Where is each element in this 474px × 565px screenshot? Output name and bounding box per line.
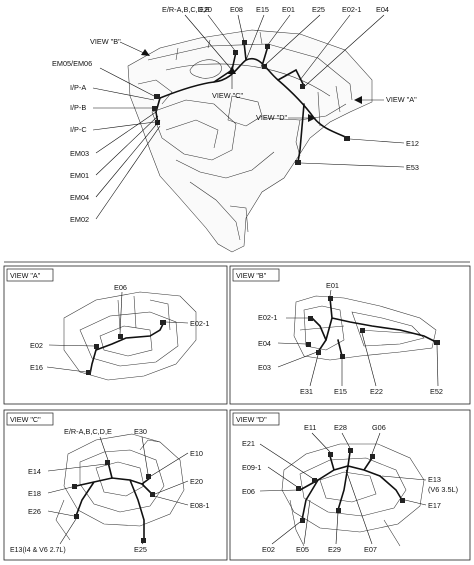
panel-d-label-e02: E02 [262, 545, 275, 554]
panel-d-label-e29: E29 [328, 545, 341, 554]
overview-view-b-label: VIEW "B" [90, 37, 121, 46]
overview-label-em02: EM02 [70, 215, 89, 224]
panel-b-label-e01: E01 [326, 281, 339, 290]
overview-connectors [152, 40, 350, 165]
panel-d-label-e07: E07 [364, 545, 377, 554]
panel-b-label-e31: E31 [300, 387, 313, 396]
panel-c-label-e14: E14 [28, 467, 41, 476]
overview-label-e01: E01 [282, 5, 295, 14]
panel-d-label-e17: E17 [428, 501, 441, 510]
panel-a-label-e06: E06 [114, 283, 127, 292]
panel-c-label-e18: E18 [28, 489, 41, 498]
overview-label-ip-b: I/P-B [70, 103, 86, 112]
overview-label-e15: E15 [256, 5, 269, 14]
overview-label-em04: EM04 [70, 193, 89, 202]
panel-b-label-e02-1: E02-1 [258, 313, 277, 322]
overview-label-em03: EM03 [70, 149, 89, 158]
panel-a-title: VIEW "A" [10, 271, 41, 280]
panel-view-a: VIEW "A" E06 E02-1 E02 E16 [3, 265, 228, 405]
overview-label-er: E/R-A,B,C,D,E [162, 5, 210, 14]
panel-c-label-er: E/R-A,B,C,D,E [64, 427, 112, 436]
panel-d-label-e05: E05 [296, 545, 309, 554]
panel-a-label-e02: E02 [30, 341, 43, 350]
overview-label-em01: EM01 [70, 171, 89, 180]
overview-label-e02-1: E02-1 [342, 5, 361, 14]
panel-view-b: VIEW "B" E01 E02-1 E04 E03 E31 E15 E22 E… [229, 265, 471, 405]
panel-a-label-e16: E16 [30, 363, 43, 372]
overview-label-ip-c: I/P-C [70, 125, 87, 134]
panel-c-label-e26: E26 [28, 507, 41, 516]
panel-b-title: VIEW "B" [236, 271, 267, 280]
overview-view-d-label: VIEW "D" [256, 113, 288, 122]
panel-d-label-v6-35l: (V6 3.5L) [428, 485, 458, 494]
panel-d-label-e21: E21 [242, 439, 255, 448]
overview-left-leaders [92, 67, 161, 220]
panel-b-label-e04: E04 [258, 339, 271, 348]
panel-view-d: VIEW "D" E11 E28 G06 E21 E09-1 E13 (V6 3… [229, 409, 471, 561]
panel-d-label-e09-1: E09-1 [242, 463, 261, 472]
panel-b-label-e52: E52 [430, 387, 443, 396]
panel-c-title: VIEW "C" [10, 415, 41, 424]
vehicle-body-outline [127, 29, 373, 253]
panel-d-label-e13: E13 [428, 475, 441, 484]
overview-label-e53: E53 [406, 163, 419, 172]
panel-d-label-g06: G06 [372, 423, 386, 432]
panel-view-c: VIEW "C" E/R-A,B,C,D,E E30 E10 E14 E18 E… [3, 409, 228, 561]
panel-c-label-e13: E13(I4 & V6 2.7L) [10, 547, 66, 554]
panel-d-label-e28: E28 [334, 423, 347, 432]
overview-label-e08: E08 [230, 5, 243, 14]
overview-label-em05-em06: EM05/EM06 [52, 59, 92, 68]
overview-view-c-label: VIEW "C" [212, 91, 244, 100]
overview-label-e04: E04 [376, 5, 389, 14]
overview-drawing: E/R-A,B,C,D,E E20 E08 E15 E01 E25 E02-1 … [52, 5, 419, 253]
panel-d-label-e06: E06 [242, 487, 255, 496]
overview-label-e12: E12 [406, 139, 419, 148]
panel-c-label-e20: E20 [190, 477, 203, 486]
panel-c-label-e10: E10 [190, 449, 203, 458]
panel-b-label-e22: E22 [370, 387, 383, 396]
panel-c-label-e25: E25 [134, 545, 147, 554]
overview-label-e20: E20 [199, 5, 212, 14]
panel-c-label-e30: E30 [134, 427, 147, 436]
panel-b-label-e15: E15 [334, 387, 347, 396]
overview-view-a-label: VIEW "A" [386, 95, 417, 104]
panel-a-label-e02-1: E02-1 [190, 319, 209, 328]
overview-label-ip-a: I/P-A [70, 83, 86, 92]
panel-b-label-e03: E03 [258, 363, 271, 372]
panel-c-label-e08-1: E08-1 [190, 501, 209, 510]
overview-label-e25: E25 [312, 5, 325, 14]
overview-top-leaders [184, 14, 385, 87]
panel-d-label-e11: E11 [304, 423, 316, 432]
panel-d-title: VIEW "D" [236, 415, 267, 424]
